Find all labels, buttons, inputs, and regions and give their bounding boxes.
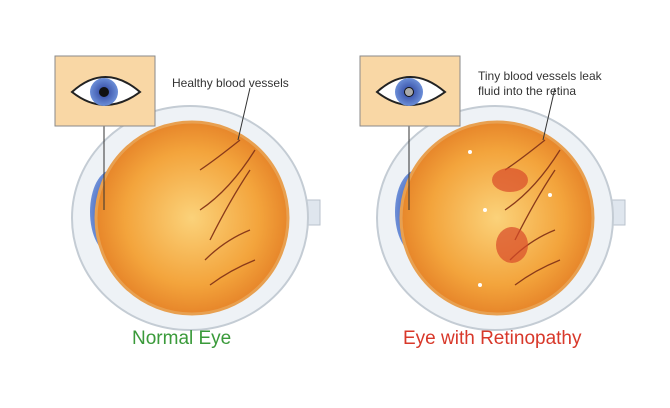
healthy-vessels-label: Healthy blood vessels	[172, 76, 289, 90]
leak-label-line1: Tiny blood vessels leak	[478, 69, 602, 83]
leak-label-line2: fluid into the retina	[478, 84, 577, 98]
normal-eye	[54, 55, 321, 331]
retinopathy-eye	[358, 54, 627, 332]
normal-eye-caption: Normal Eye	[132, 328, 232, 349]
retinopathy-caption: Eye with Retinopathy	[403, 328, 582, 349]
